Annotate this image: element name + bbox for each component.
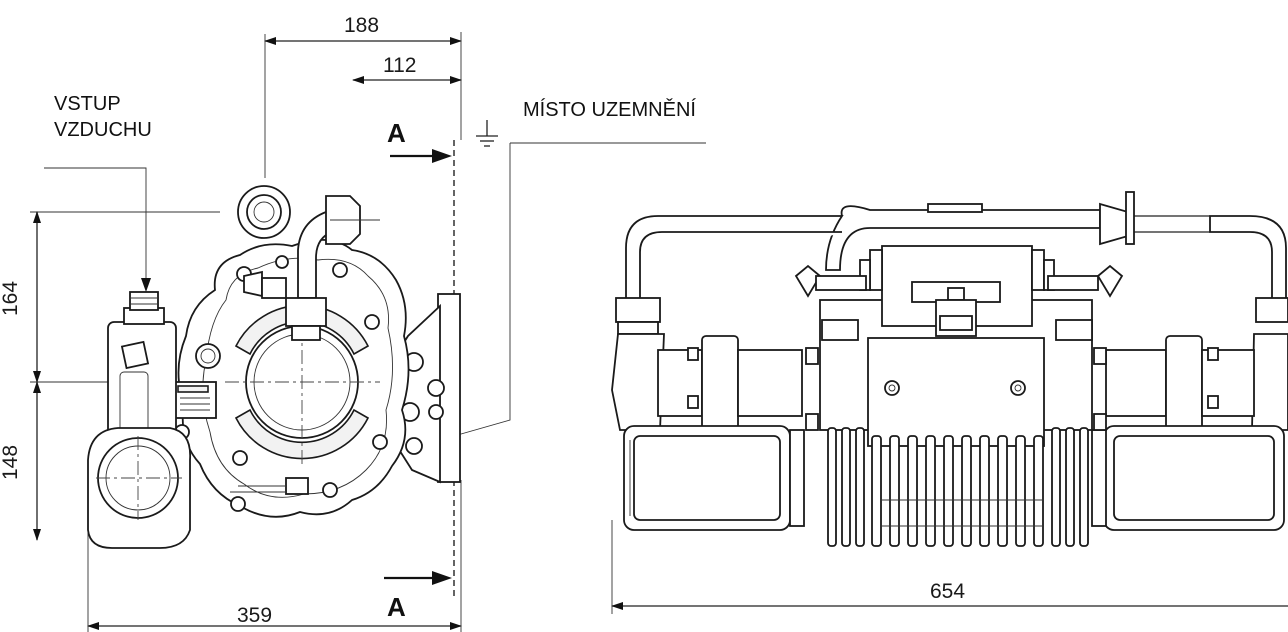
grounding-point-label: MÍSTO UZEMNĚNÍ <box>523 98 696 121</box>
dimension-654-text: 654 <box>930 580 965 603</box>
section-label-top: A <box>387 118 406 148</box>
dimension-654: 654 <box>611 520 1288 614</box>
dimension-164: 164 <box>0 211 220 383</box>
section-marker-bottom: A <box>384 571 452 622</box>
fins <box>827 427 1089 547</box>
dimension-359-text: 359 <box>237 604 272 627</box>
dimension-148-text: 148 <box>0 445 22 480</box>
grounding-callout: MÍSTO UZEMNĚNÍ <box>439 98 706 441</box>
dimension-164-text: 164 <box>0 281 22 316</box>
dimension-112: 112 <box>352 54 462 84</box>
dimension-188: 188 <box>264 14 462 178</box>
section-label-bottom: A <box>387 592 406 622</box>
dimension-359: 359 <box>87 480 462 632</box>
air-inlet-label-line2: VZDUCHU <box>54 119 152 141</box>
front-view <box>611 191 1288 547</box>
dimension-112-text: 112 <box>383 54 416 77</box>
air-inlet-label-line1: VSTUP <box>54 93 121 115</box>
dimension-188-text: 188 <box>344 14 379 37</box>
side-view <box>87 185 461 549</box>
ground-icon <box>476 120 498 147</box>
air-inlet-callout: VSTUP VZDUCHU <box>44 93 152 292</box>
section-marker-top: A <box>387 118 452 163</box>
